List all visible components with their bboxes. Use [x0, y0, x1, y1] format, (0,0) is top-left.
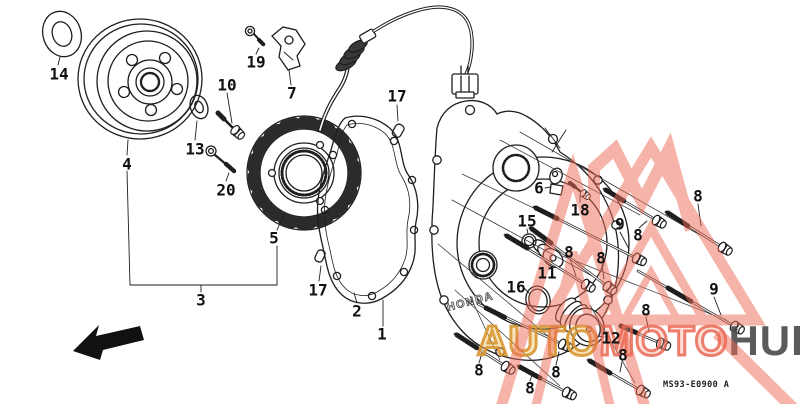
callout-part-3: 3	[196, 290, 206, 310]
gasket-drawing	[316, 115, 419, 304]
callout-part-15: 15	[517, 211, 537, 231]
callout-part-8-d: 8	[596, 248, 606, 268]
stator-drawing	[246, 115, 362, 231]
callout-part-8-a: 8	[693, 186, 703, 206]
bolt-10-drawing	[215, 92, 248, 142]
wire-harness-drawing	[318, 5, 479, 132]
callout-part-9-a: 9	[615, 214, 625, 234]
dowel-pin-17b-drawing	[314, 249, 326, 282]
callout-part-8-i: 8	[474, 360, 484, 380]
callout-part-8-b: 8	[633, 225, 643, 245]
callout-part-8-g: 8	[551, 362, 561, 382]
callout-part-20: 20	[216, 180, 236, 200]
washer-13-drawing	[189, 94, 209, 141]
fr-direction-arrow: FR.	[73, 324, 144, 360]
callout-part-16: 16	[506, 277, 526, 297]
fr-label: FR.	[113, 324, 137, 344]
callout-part-9-b: 9	[709, 279, 719, 299]
flywheel-rotor-drawing	[77, 18, 203, 156]
callout-part-8-c: 8	[564, 242, 574, 262]
callout-part-14: 14	[49, 64, 69, 84]
callout-part-5: 5	[269, 228, 279, 248]
callout-part-10: 10	[217, 75, 237, 95]
callout-part-8-h: 8	[525, 378, 535, 398]
bolt-20-drawing	[205, 145, 237, 182]
callout-part-1: 1	[377, 324, 387, 344]
callout-part-7: 7	[287, 83, 297, 103]
callout-part-8-f: 8	[618, 345, 628, 365]
connector-drawing	[451, 65, 479, 99]
callout-part-19: 19	[246, 52, 266, 72]
callout-part-6: 6	[534, 178, 544, 198]
callout-part-13: 13	[185, 139, 205, 159]
bracket-3	[126, 170, 278, 293]
callout-part-12: 12	[601, 328, 621, 348]
callout-part-4: 4	[122, 154, 132, 174]
bolt-19-drawing	[244, 25, 266, 55]
callout-part-11: 11	[537, 263, 557, 283]
plate-7-drawing	[271, 26, 306, 86]
washer-14-drawing	[41, 10, 83, 66]
diagram-code: MS93-E0900 A	[663, 380, 730, 390]
callout-part-17-a: 17	[387, 86, 407, 106]
callout-part-18: 18	[570, 200, 590, 220]
callout-part-8-e: 8	[641, 300, 651, 320]
callout-part-2: 2	[352, 301, 362, 321]
callout-part-17-b: 17	[308, 280, 328, 300]
